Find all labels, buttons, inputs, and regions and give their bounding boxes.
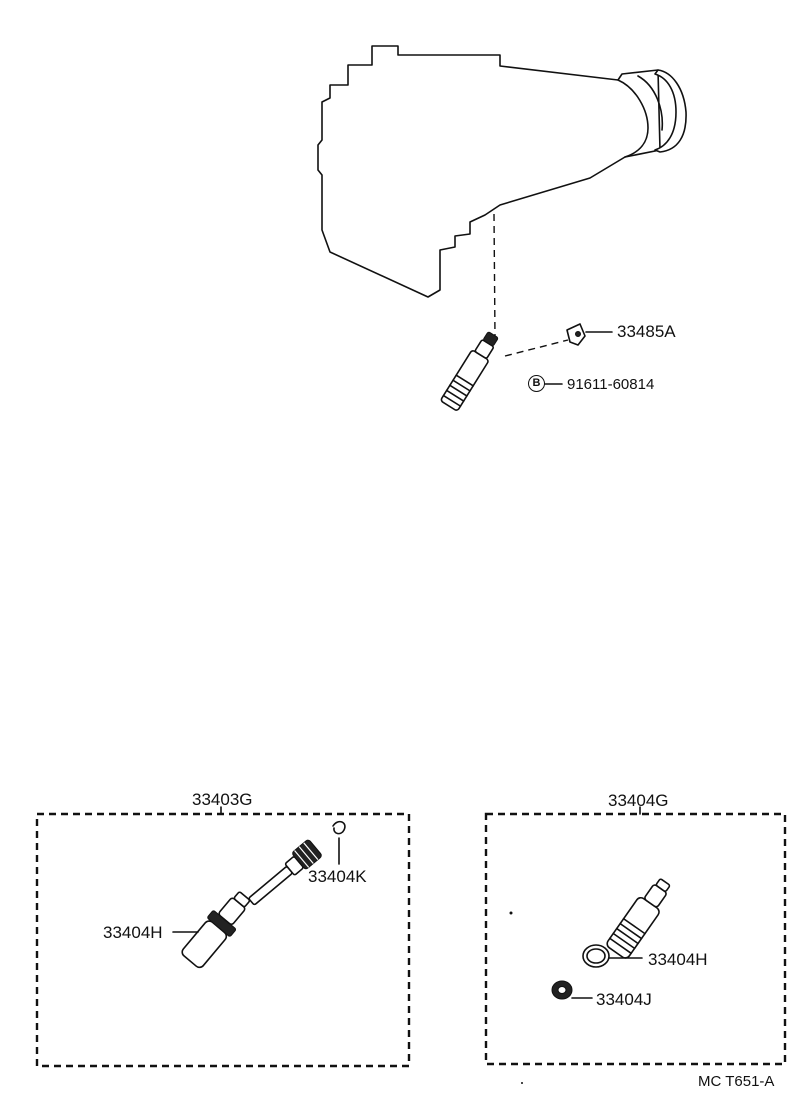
lock-plate (566, 323, 613, 346)
kit-box-33403G (35, 812, 411, 1068)
badge-b-icon: B (528, 375, 545, 392)
retaining-clip (332, 820, 346, 835)
label-33404H-left: 33404H (103, 923, 163, 942)
label-33404H-right: 33404H (648, 950, 708, 969)
speedometer-sleeve-right (606, 878, 671, 959)
label-33485A: 33485A (617, 322, 676, 341)
assembly-line-housing (493, 213, 496, 339)
footer-code: MC T651-A (698, 1073, 775, 1090)
speedometer-sleeve-left (181, 891, 251, 969)
kit-box-33404G (484, 812, 787, 1066)
driven-gear-shaft (248, 839, 322, 906)
transmission-housing (317, 45, 687, 298)
label-91611-60814: 91611-60814 (567, 376, 655, 393)
label-33404K: 33404K (308, 867, 367, 886)
label-33404J: 33404J (596, 990, 652, 1009)
label-33403G: 33403G (192, 790, 253, 809)
label-33404G: 33404G (608, 791, 669, 810)
assembly-line-plate (504, 339, 569, 357)
speedometer-sleeve-top (440, 331, 499, 411)
